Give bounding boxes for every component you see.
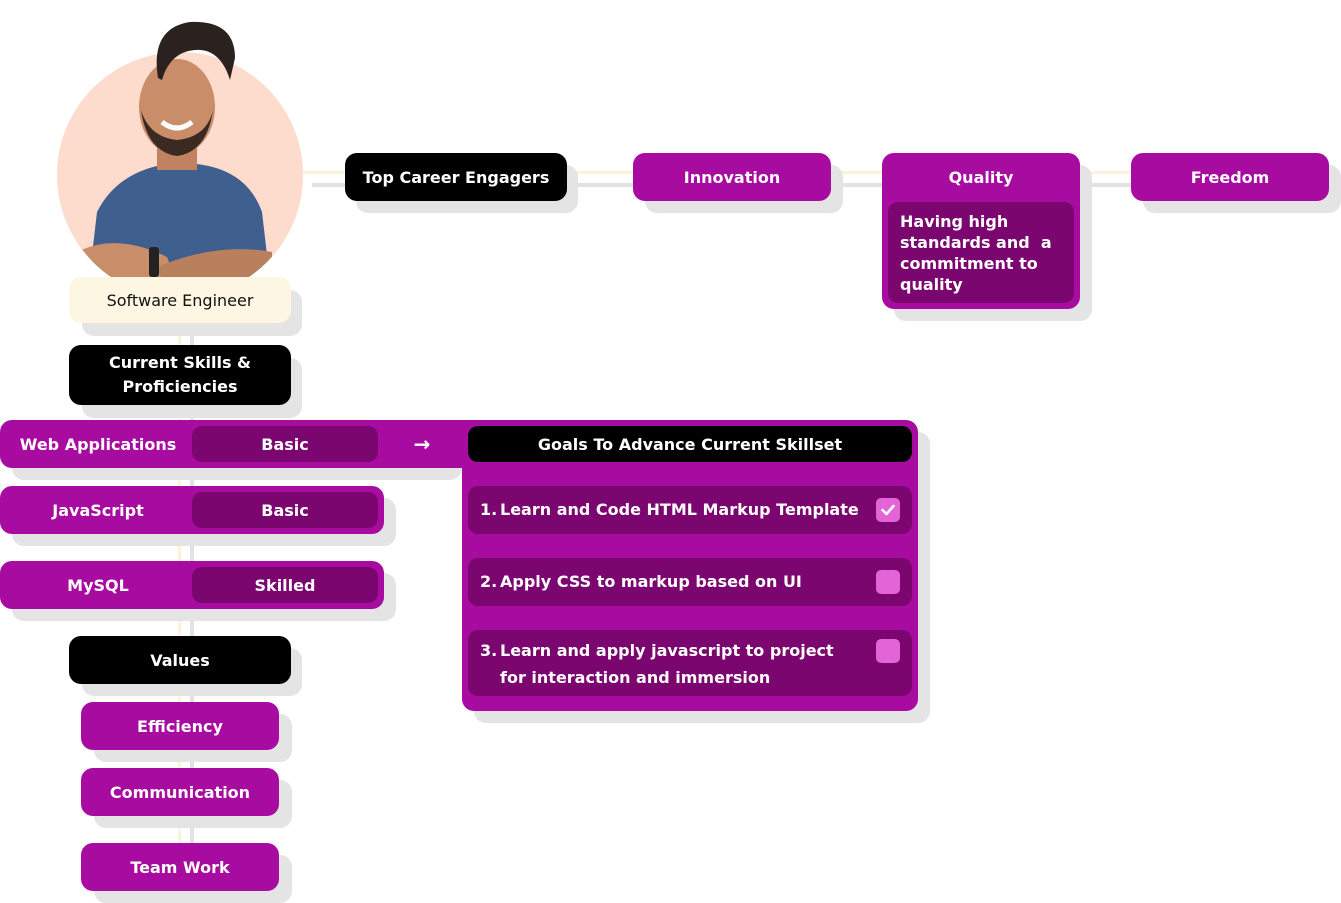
hair-icon — [156, 21, 235, 80]
goal-number: 1. — [480, 500, 498, 519]
value-team-work[interactable]: Team Work — [81, 843, 279, 891]
goal-checkbox[interactable] — [876, 570, 900, 594]
value-communication[interactable]: Communication — [81, 768, 279, 816]
person-photo-icon — [77, 59, 272, 298]
engager-quality-description: Having high standards and a commitment t… — [888, 202, 1074, 303]
engager-innovation[interactable]: Innovation — [633, 153, 831, 201]
goals-header: Goals To Advance Current Skillset — [468, 426, 912, 462]
arrow-right-icon: → — [413, 432, 431, 456]
goal-checkbox[interactable] — [876, 639, 900, 663]
skill-level: Basic — [192, 426, 378, 462]
engager-freedom[interactable]: Freedom — [1131, 153, 1329, 201]
check-icon — [881, 504, 895, 516]
skill-level: Basic — [192, 492, 378, 528]
engagers-header: Top Career Engagers — [345, 153, 567, 201]
goal-number: 2. — [480, 572, 498, 591]
goal-item: 3. Learn and apply javascript to project… — [468, 630, 912, 696]
skills-header: Current Skills & Proficiencies — [69, 345, 291, 405]
role-label: Software Engineer — [69, 277, 291, 323]
skill-name: MySQL — [67, 575, 129, 595]
goal-number: 3. — [480, 641, 498, 660]
values-header: Values — [69, 636, 291, 684]
engager-quality-title: Quality — [948, 167, 1014, 187]
skill-name: Web Applications — [19, 434, 177, 454]
skill-level: Skilled — [192, 567, 378, 603]
skill-name: JavaScript — [52, 500, 144, 520]
goal-text: Learn and Code HTML Markup Template — [500, 500, 859, 519]
engager-quality[interactable]: Quality Having high standards and a comm… — [882, 153, 1080, 309]
goal-item: 1. Learn and Code HTML Markup Template — [468, 486, 912, 534]
value-efficiency[interactable]: Efficiency — [81, 702, 279, 750]
avatar — [57, 52, 303, 298]
goal-checkbox-checked[interactable] — [876, 498, 900, 522]
goal-text: Apply CSS to markup based on UI — [500, 572, 802, 591]
goal-text: Learn and apply javascript to project fo… — [500, 641, 834, 687]
goal-item: 2. Apply CSS to markup based on UI — [468, 558, 912, 606]
